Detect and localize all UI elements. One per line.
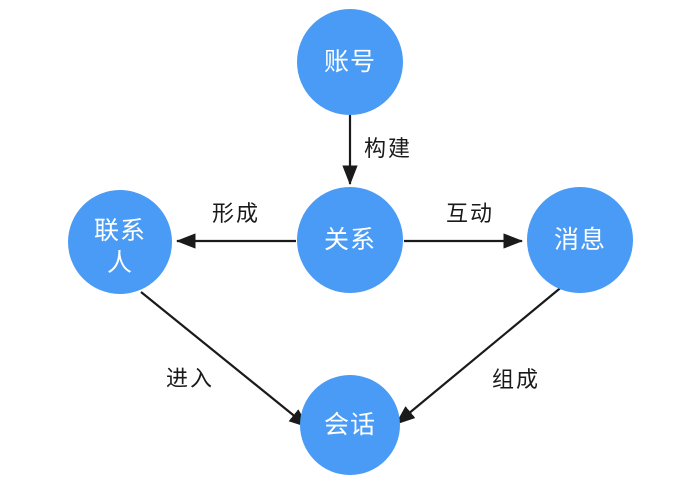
node-account[interactable]: 账号 (297, 9, 403, 115)
node-circle-contact[interactable] (68, 190, 172, 294)
edge-label-relationship-message: 互动 (446, 202, 494, 227)
edge-label-message-session: 组成 (492, 368, 540, 393)
edge-contact-session: 进入 (140, 291, 309, 428)
node-label-session: 会话 (324, 410, 376, 439)
node-relationship[interactable]: 关系 (297, 187, 403, 293)
edge-account-relationship: 构建 (342, 115, 412, 186)
node-label-account: 账号 (324, 47, 376, 76)
node-label-contact-line2: 人 (107, 248, 133, 277)
node-session[interactable]: 会话 (300, 375, 400, 475)
node-contact[interactable]: 联系 人 (68, 190, 172, 294)
edge-relationship-contact: 形成 (175, 202, 296, 249)
node-circle-relationship[interactable] (297, 187, 403, 293)
edge-line-contact-to-session (140, 291, 309, 428)
node-label-relationship: 关系 (324, 225, 376, 254)
edge-label-relationship-contact: 形成 (212, 202, 260, 227)
node-label-message: 消息 (554, 225, 606, 254)
edge-label-contact-session: 进入 (166, 367, 214, 392)
node-label-contact-line1: 联系 (94, 216, 146, 245)
edge-relationship-message: 互动 (404, 202, 524, 249)
node-circle-message[interactable] (527, 187, 633, 293)
edge-message-session: 组成 (395, 284, 565, 425)
node-circle-account[interactable] (297, 9, 403, 115)
edge-line-message-to-session (395, 284, 565, 425)
edge-label-account-relationship: 构建 (364, 137, 412, 162)
node-circle-session[interactable] (300, 375, 400, 475)
node-message[interactable]: 消息 (527, 187, 633, 293)
